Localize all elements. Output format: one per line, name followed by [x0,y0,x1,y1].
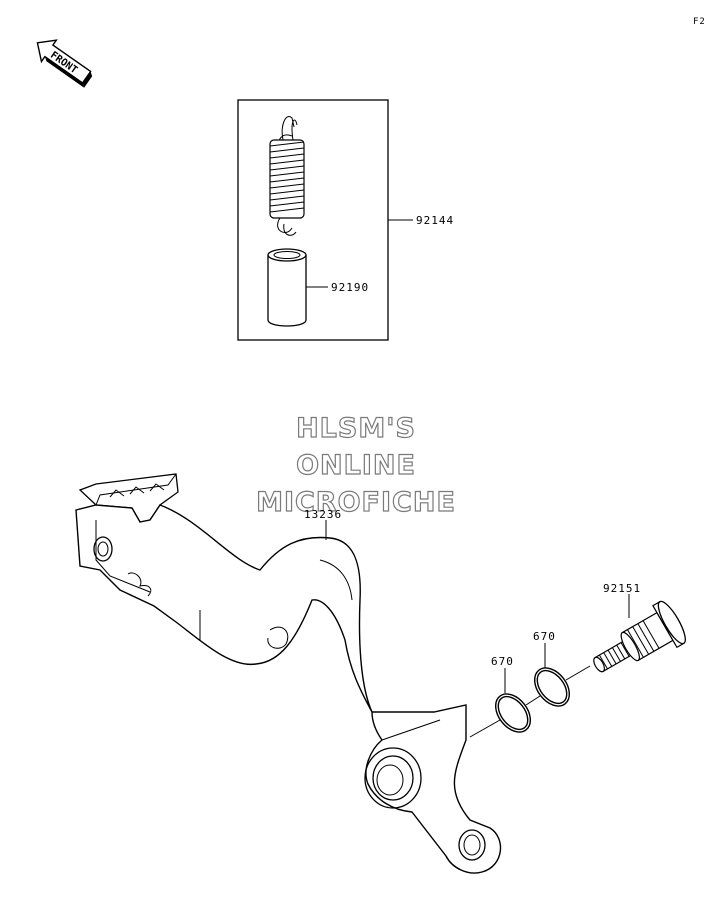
brake-pedal [75,473,502,874]
label-92151: 92151 [603,582,641,595]
front-arrow-icon: FRONT [36,39,93,88]
return-spring [269,116,305,236]
label-13236: 13236 [304,508,342,521]
label-92144: 92144 [416,214,454,227]
page-code: F2 [693,17,706,27]
pivot-shaft [593,600,686,673]
watermark-line2: ONLINE [296,450,416,481]
assembly-axis-b [525,695,541,706]
label-670-right: 670 [533,630,556,643]
spring-kit-box [237,99,389,341]
label-670-left: 670 [491,655,514,668]
collar [267,248,307,327]
label-92190: 92190 [331,281,369,294]
assembly-axis-c [565,665,591,681]
o-ring-left [494,693,532,733]
o-ring-right [533,667,571,707]
watermark-line3: MICROFICHE [256,487,456,518]
watermark-line1: HLSM'S [296,413,416,444]
assembly-axis-a [469,719,501,738]
